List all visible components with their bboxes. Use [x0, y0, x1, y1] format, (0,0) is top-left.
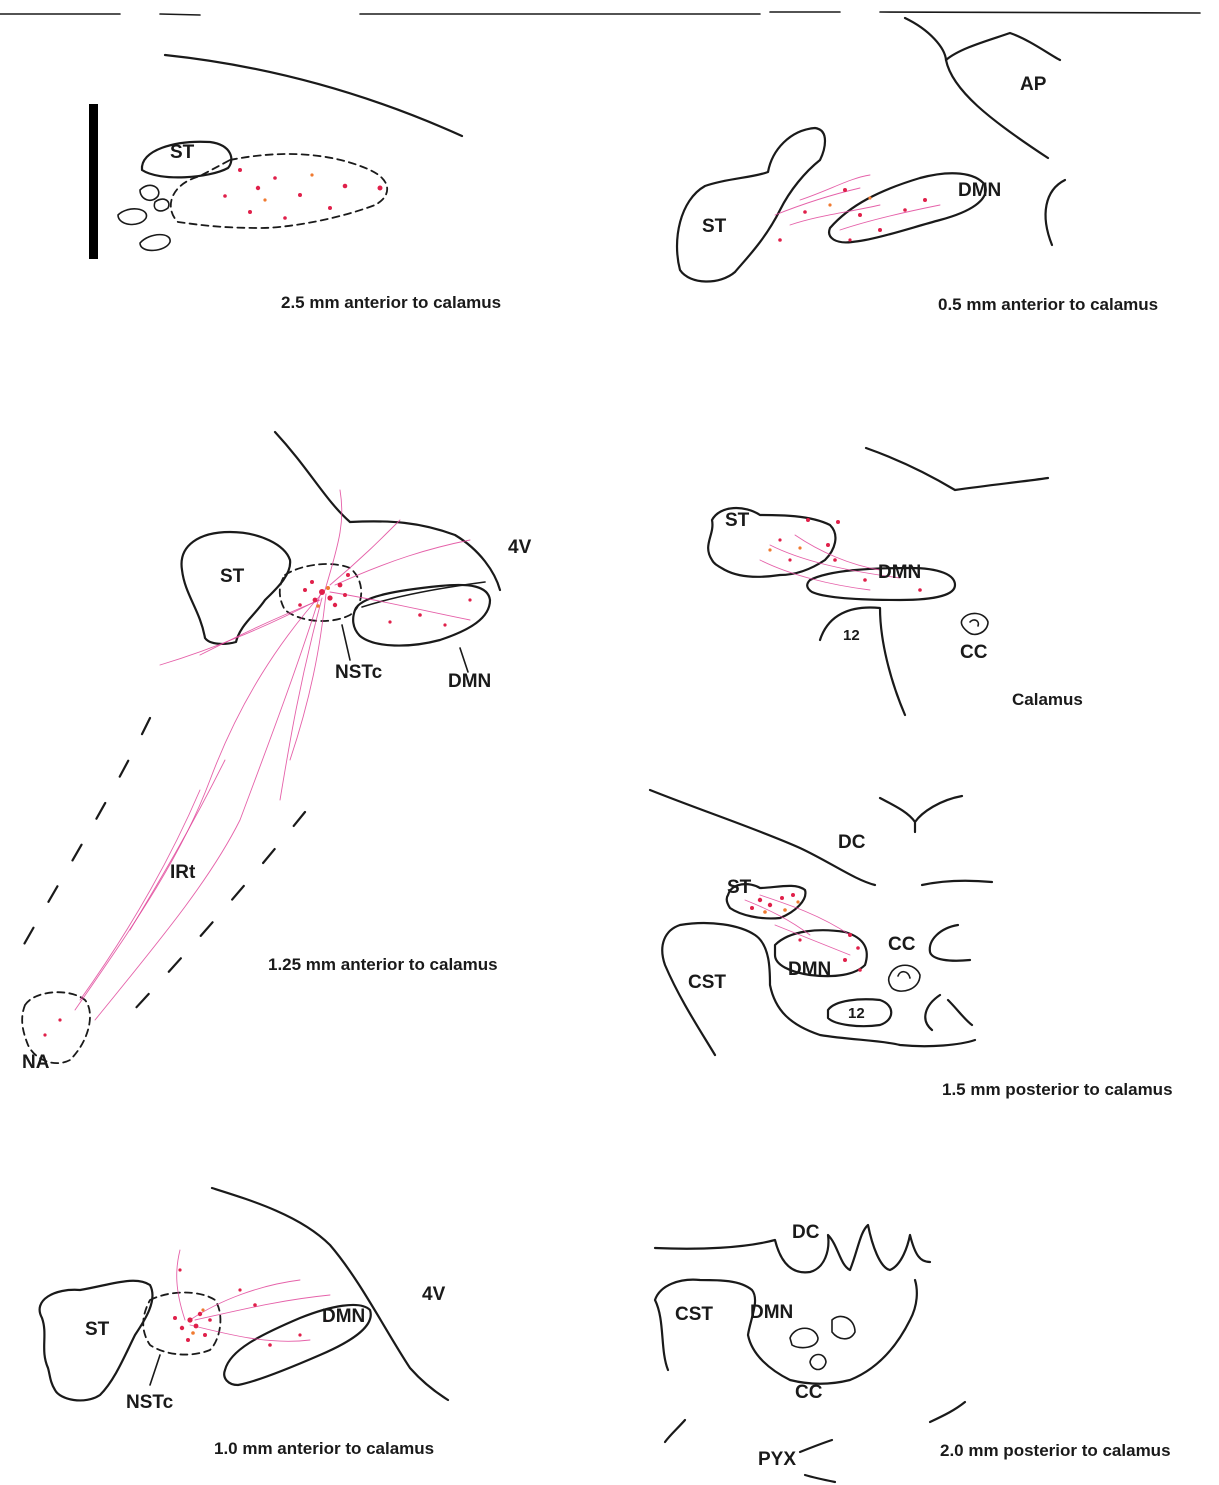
caption: Calamus: [1012, 690, 1083, 709]
nucleus-dashed-outline: [171, 154, 387, 228]
cc-right-bracket: [930, 925, 970, 961]
label-nstc: NSTc: [335, 662, 383, 683]
nstc-dashed-outline: [143, 1293, 220, 1355]
label-12: 12: [848, 1005, 865, 1022]
label-nstc: NSTc: [126, 1392, 174, 1413]
cst-outline: [655, 1280, 917, 1384]
scale-bar: [89, 104, 98, 259]
label-st: ST: [702, 216, 727, 237]
label-cst: CST: [688, 972, 726, 993]
fascicle-outlines: [118, 185, 170, 250]
label-dmn: DMN: [322, 1306, 365, 1327]
label-cc: CC: [795, 1382, 823, 1403]
cc-inner-outlines: [790, 1316, 855, 1369]
label-st: ST: [85, 1319, 110, 1340]
dorsal-outline: [905, 18, 1060, 60]
midline-bracket: [1046, 180, 1065, 245]
panel-calamus: ST DMN 12 CC Calamus: [708, 448, 1083, 715]
label-dc: DC: [838, 832, 866, 853]
cc-outline: [961, 613, 988, 634]
label-dmn: DMN: [958, 180, 1001, 201]
label-pyx: PYX: [758, 1449, 796, 1470]
label-st: ST: [220, 566, 245, 587]
caption: 1.25 mm anterior to calamus: [268, 955, 498, 974]
hypoglossal-outline: [820, 607, 905, 715]
st-outline: [182, 532, 291, 644]
nstc-leader: [342, 625, 350, 660]
right-lower-bracket: [925, 995, 972, 1030]
dmn-leader: [460, 648, 468, 672]
irt-dashed-right: [120, 812, 305, 1025]
panel-1-5mm-posterior: DC ST CST DMN CC 12 1.5 mm posterior to …: [650, 790, 1173, 1099]
st-outline: [40, 1281, 153, 1401]
label-12: 12: [843, 627, 860, 644]
pyx-left-tick: [665, 1420, 685, 1442]
label-na: NA: [22, 1052, 50, 1073]
label-4v: 4V: [422, 1284, 446, 1305]
dc-right-outline: [922, 881, 992, 885]
top-border-line: [0, 12, 1200, 15]
label-dc: DC: [792, 1222, 820, 1243]
nstc-leader: [150, 1355, 160, 1385]
label-st: ST: [727, 877, 752, 898]
panel-1-0mm-anterior: ST 4V DMN NSTc 1.0 mm anterior to calamu…: [40, 1188, 448, 1458]
dorsal-outline: [212, 1188, 448, 1400]
right-tick: [930, 1402, 965, 1422]
panel-2-5mm-anterior: ST 2.5 mm anterior to calamus: [89, 55, 501, 312]
caption: 2.0 mm posterior to calamus: [940, 1441, 1171, 1460]
caption: 0.5 mm anterior to calamus: [938, 295, 1158, 314]
dorsal-notch: [880, 796, 962, 832]
panel-2-0mm-posterior: DC CST DMN CC PYX 2.0 mm posterior to ca…: [655, 1222, 1171, 1482]
caption: 1.5 mm posterior to calamus: [942, 1080, 1173, 1099]
label-dmn: DMN: [448, 671, 491, 692]
caption: 2.5 mm anterior to calamus: [281, 293, 501, 312]
label-dmn: DMN: [878, 562, 921, 583]
dorsal-outline: [866, 448, 1048, 490]
fibers: [775, 175, 940, 230]
label-st: ST: [170, 142, 195, 163]
terminal-dots: [223, 168, 382, 220]
label-cc: CC: [888, 934, 916, 955]
label-irt: IRt: [170, 862, 196, 883]
label-cc: CC: [960, 642, 988, 663]
caption: 1.0 mm anterior to calamus: [214, 1439, 434, 1458]
label-dmn: DMN: [750, 1302, 793, 1323]
label-dmn: DMN: [788, 959, 831, 980]
panel-0-5mm-anterior: AP ST DMN 0.5 mm anterior to calamus: [677, 18, 1158, 314]
fibers: [745, 895, 850, 955]
label-4v: 4V: [508, 537, 532, 558]
label-ap: AP: [1020, 74, 1047, 95]
label-cst: CST: [675, 1304, 713, 1325]
dorsal-surface-outline: [165, 55, 462, 136]
fibers: [75, 490, 470, 1020]
terminal-dots: [778, 188, 927, 242]
panel-1-25mm-anterior: ST 4V NSTc DMN IRt NA 1.25 mm anterior t…: [18, 432, 532, 1073]
cc-outline: [889, 965, 920, 991]
irt-dashed-left: [18, 718, 150, 955]
fibers: [177, 1250, 330, 1341]
pyx-lines: [800, 1440, 835, 1482]
label-st: ST: [725, 510, 750, 531]
